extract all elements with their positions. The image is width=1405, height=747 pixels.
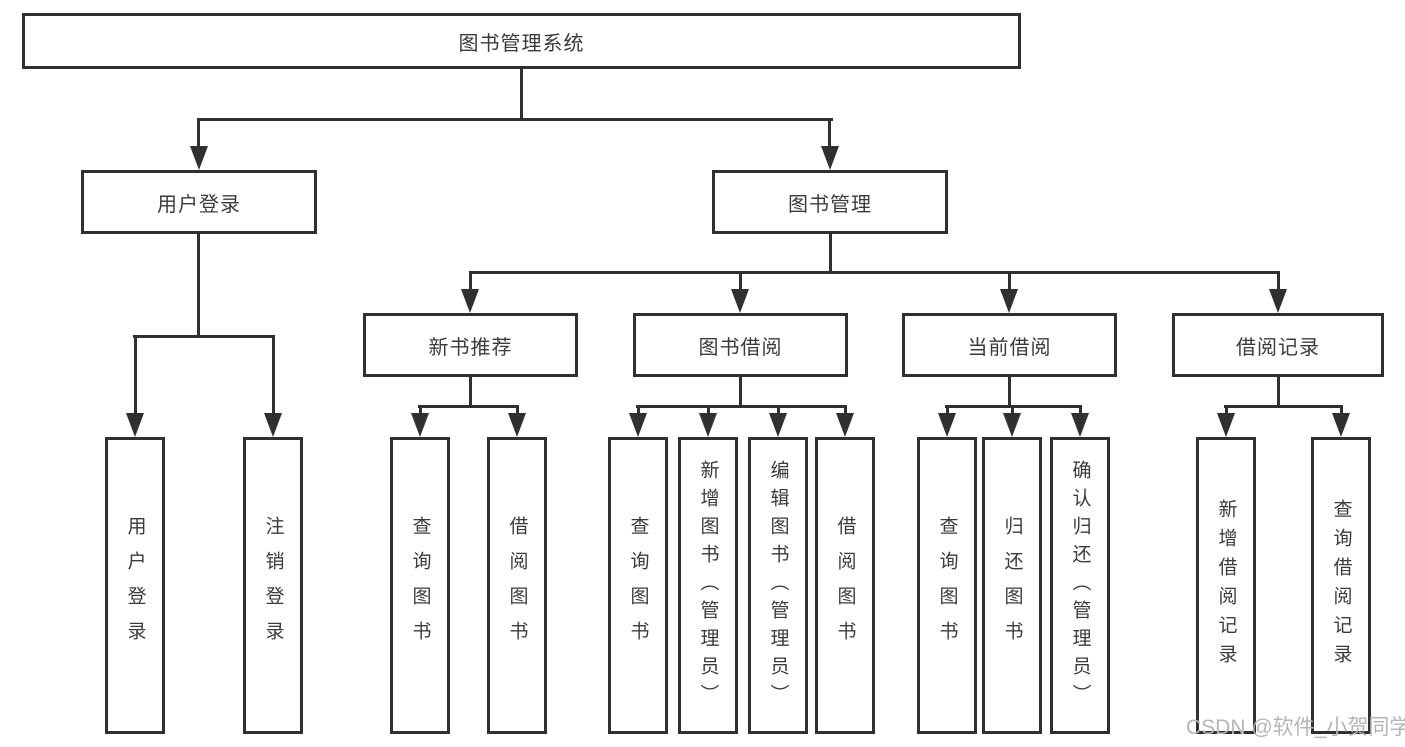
- node-new-book-recommend-label: 新书推荐: [428, 336, 513, 359]
- node-book-borrow: 图书借阅: [633, 313, 848, 377]
- watermark: CSDN @软件_小贺同学: [1186, 716, 1405, 739]
- arrow-down-icon: [769, 413, 787, 437]
- connector-line: [707, 405, 710, 417]
- arrow-down-icon: [264, 413, 282, 437]
- arrow-down-icon: [126, 413, 144, 437]
- connector-line: [637, 405, 640, 417]
- connector-line: [197, 232, 200, 337]
- leaf-query-borrow-record: 查询借阅记录: [1311, 437, 1371, 734]
- connector-line: [636, 405, 847, 408]
- arrow-down-icon: [836, 413, 854, 437]
- arrow-down-icon: [938, 413, 956, 437]
- connector-line: [828, 118, 831, 148]
- connector-line: [844, 405, 847, 417]
- leaf-add-books-admin: 新增图书（管理员）: [678, 437, 738, 734]
- arrow-down-icon: [629, 413, 647, 437]
- node-borrow-record-label: 借阅记录: [1236, 336, 1320, 359]
- connector-line: [777, 405, 780, 417]
- node-user-login: 用户登录: [81, 170, 317, 234]
- connector-line: [1224, 405, 1343, 408]
- leaf-logout: 注销登录: [243, 437, 303, 734]
- node-current-borrow-label: 当前借阅: [967, 336, 1052, 359]
- leaf-confirm-return-admin: 确认归还（管理员）: [1050, 437, 1110, 734]
- leaf-query-books-current: 查询图书: [917, 437, 977, 734]
- leaf-add-borrow-record: 新增借阅记录: [1196, 437, 1256, 734]
- connector-line: [272, 335, 275, 415]
- connector-line: [469, 375, 472, 408]
- connector-line: [520, 67, 523, 119]
- node-borrow-record: 借阅记录: [1172, 313, 1384, 377]
- connector-line: [419, 405, 422, 417]
- arrow-down-icon: [731, 289, 749, 313]
- node-book-management-label: 图书管理: [788, 193, 872, 216]
- connector-line: [1277, 375, 1280, 408]
- arrow-down-icon: [508, 413, 526, 437]
- node-user-login-label: 用户登录: [157, 193, 241, 216]
- connector-line: [516, 405, 519, 417]
- connector-line: [1277, 271, 1280, 291]
- arrow-down-icon: [1217, 413, 1235, 437]
- connector-line: [1008, 271, 1011, 291]
- connector-line: [739, 271, 742, 291]
- connector-line: [1079, 405, 1082, 417]
- node-root-label: 图书管理系统: [458, 32, 585, 55]
- connector-line: [197, 118, 833, 121]
- leaf-query-books-borrow: 查询图书: [608, 437, 668, 734]
- leaf-borrow-books: 借阅图书: [815, 437, 875, 734]
- arrow-down-icon: [461, 289, 479, 313]
- node-book-borrow-label: 图书借阅: [698, 336, 783, 359]
- connector-line: [829, 232, 832, 274]
- connector-line: [133, 335, 275, 338]
- arrow-down-icon: [1000, 289, 1018, 313]
- connector-line: [418, 405, 519, 408]
- leaf-edit-books-admin: 编辑图书（管理员）: [748, 437, 808, 734]
- node-current-borrow: 当前借阅: [902, 313, 1117, 377]
- arrow-down-icon: [1071, 413, 1089, 437]
- leaf-borrow-books-newbook: 借阅图书: [487, 437, 547, 734]
- arrow-down-icon: [1003, 413, 1021, 437]
- node-book-management: 图书管理: [712, 170, 948, 234]
- node-root: 图书管理系统: [22, 13, 1021, 69]
- connector-line: [197, 118, 200, 148]
- arrow-down-icon: [411, 413, 429, 437]
- connector-line: [1225, 405, 1228, 417]
- connector-line: [739, 375, 742, 408]
- arrow-down-icon: [1332, 413, 1350, 437]
- connector-line: [134, 335, 137, 415]
- arrow-down-icon: [190, 146, 208, 170]
- connector-line: [1011, 405, 1014, 417]
- connector-line: [946, 405, 949, 417]
- arrow-down-icon: [821, 146, 839, 170]
- connector-line: [1008, 375, 1011, 408]
- leaf-query-books-newbook: 查询图书: [390, 437, 450, 734]
- leaf-return-books: 归还图书: [982, 437, 1042, 734]
- connector-line: [1340, 405, 1343, 417]
- connector-line: [469, 271, 1279, 274]
- arrow-down-icon: [1269, 289, 1287, 313]
- connector-line: [469, 271, 472, 291]
- arrow-down-icon: [699, 413, 717, 437]
- leaf-user-login: 用户登录: [105, 437, 165, 734]
- node-new-book-recommend: 新书推荐: [363, 313, 578, 377]
